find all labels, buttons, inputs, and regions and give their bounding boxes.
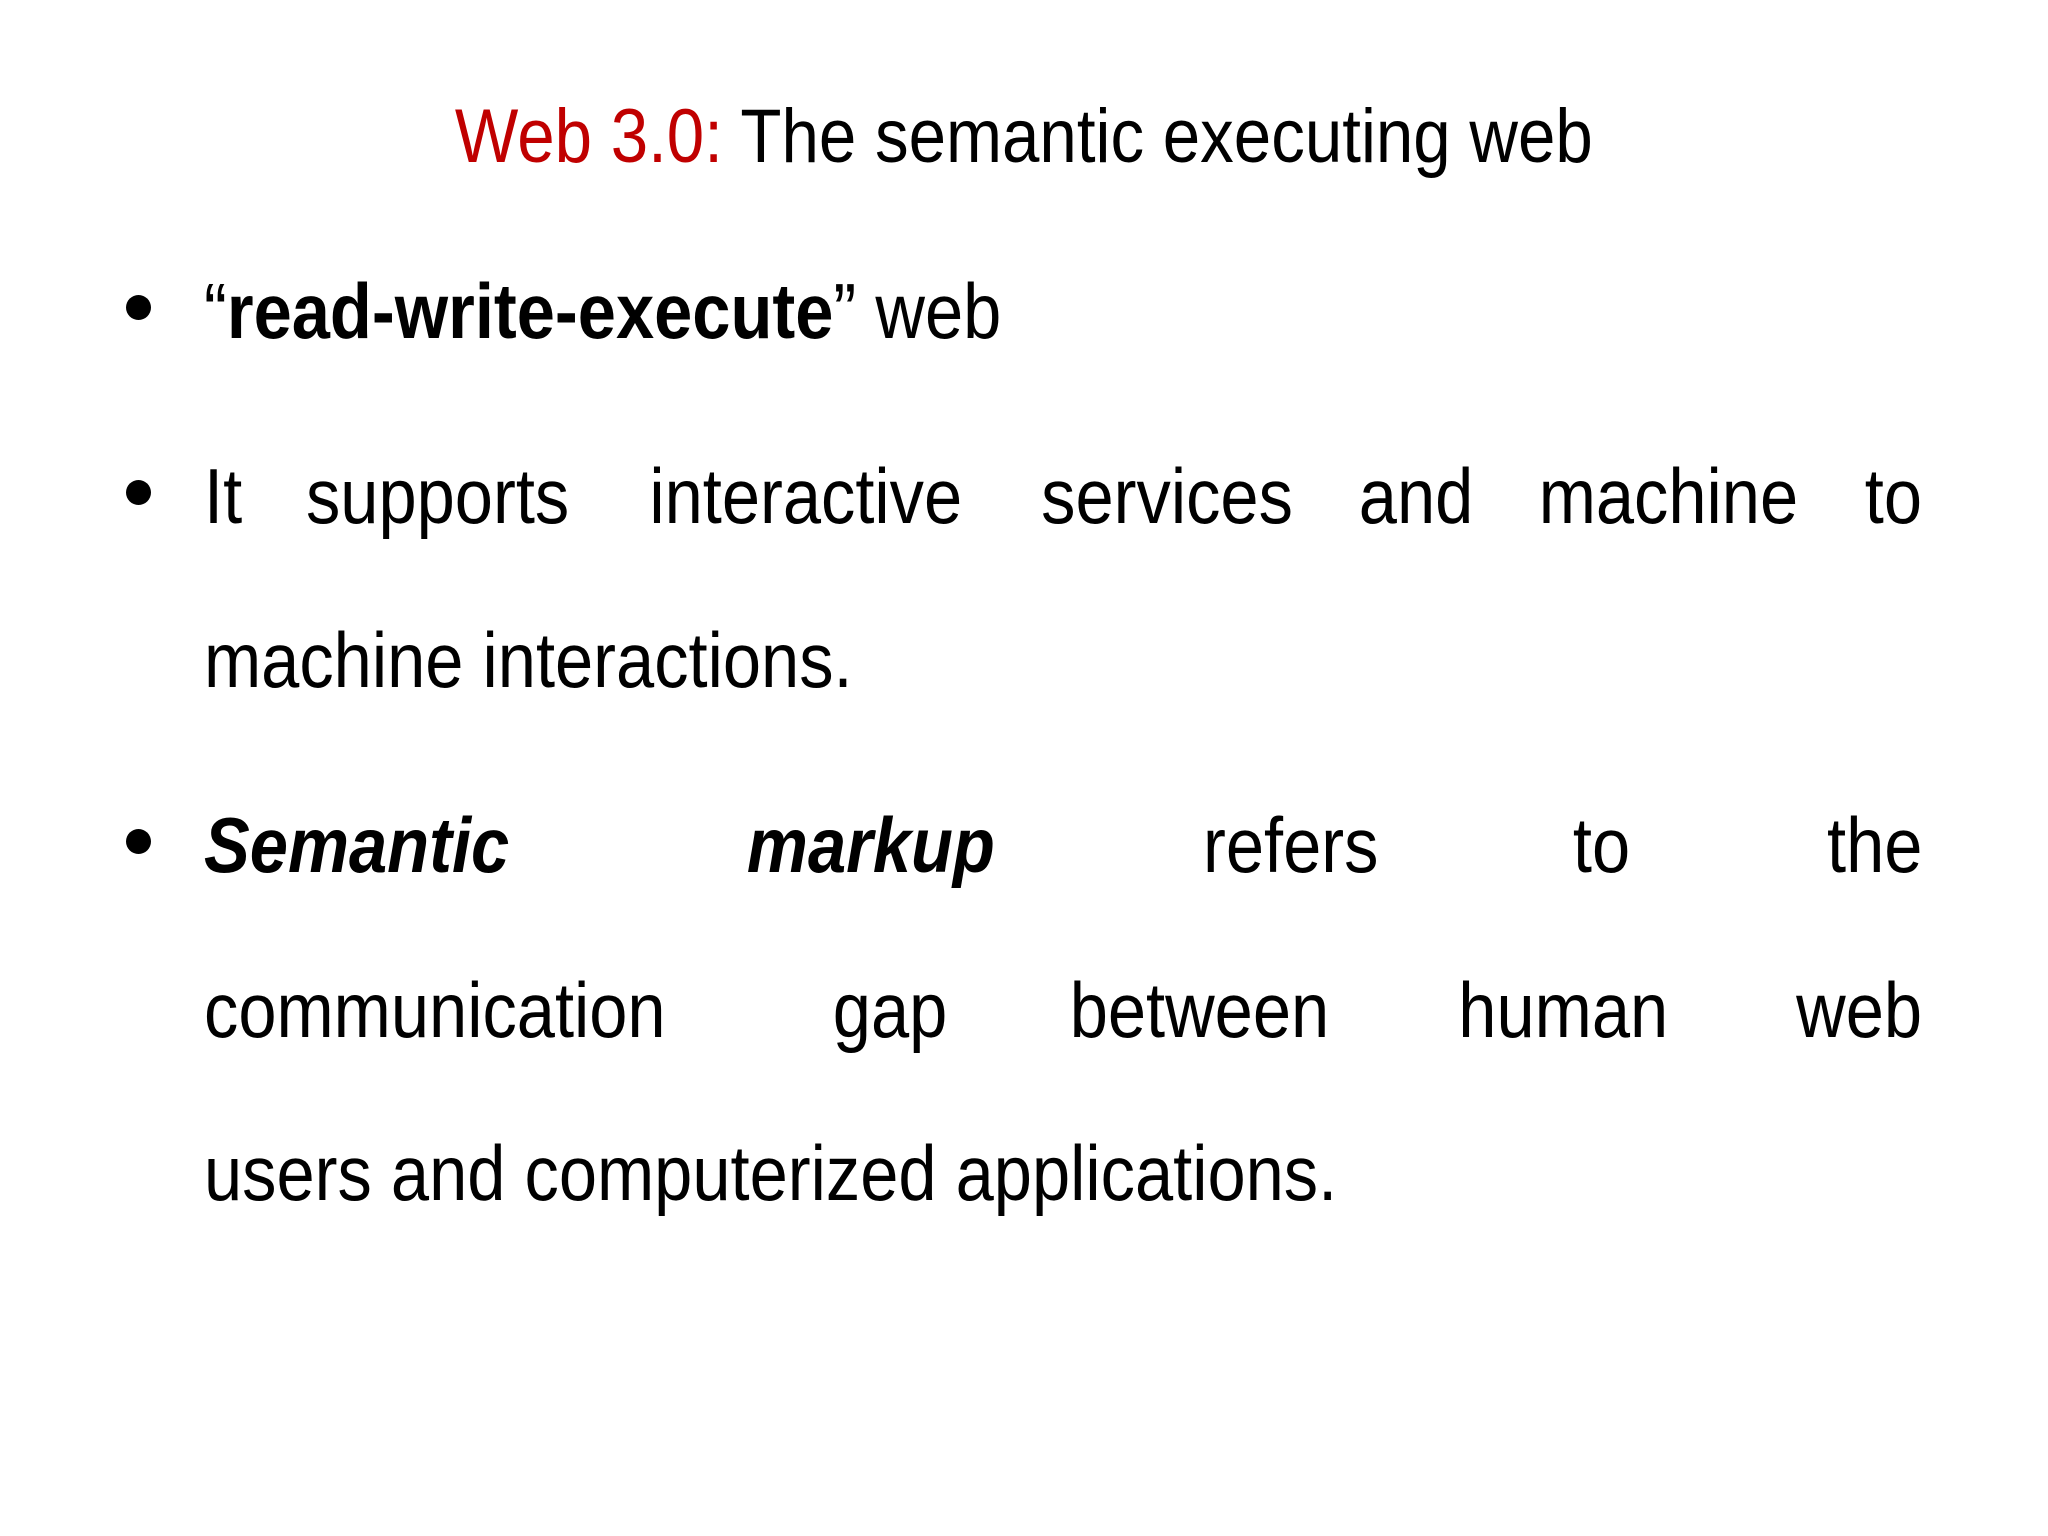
bullet-1-emphasis: read-write-execute [226,267,834,355]
bullet-dot-icon [126,829,151,854]
word: to [1864,452,1922,540]
bullet-1-rest: web [856,267,1002,355]
bullet-2-line-2-text: machine interactions. [204,616,853,704]
word: interactive [649,452,962,540]
word: the [1826,801,1922,889]
word: and [1358,452,1473,540]
word: web [1796,966,1922,1054]
word: between [1069,966,1330,1054]
word: It [204,452,243,540]
word: communication [204,966,666,1054]
open-quote: “ [204,267,227,355]
bullet-3-line-1: Semantic markup refers to the [204,795,1922,895]
bullet-3-line-3-text: users and computerized applications. [204,1129,1338,1217]
title-accent: Web 3.0: [455,94,724,179]
word: services [1041,452,1293,540]
bullet-2-line-1: It supports interactive services and mac… [204,446,1922,546]
slide-title: Web 3.0: The semantic executing web [0,92,2048,182]
word: gap [833,966,948,1054]
emphasis-word: markup [746,801,995,889]
bullet-dot-icon [126,295,151,320]
word: refers [1202,801,1379,889]
slide-title-text: Web 3.0: The semantic executing web [455,92,1593,182]
emphasis-word: Semantic [204,801,510,889]
close-quote: ” [833,267,857,355]
word: supports [305,452,570,540]
bullet-dot-icon [126,480,151,505]
bullet-1-line: “read-write-execute” web [204,261,1110,361]
bullet-2-line-2: machine interactions. [204,610,941,710]
bullet-1-text: “read-write-execute” web [204,261,1001,361]
word: to [1573,801,1631,889]
bullet-3-line-2: communication gap between human web [204,960,1922,1060]
bullet-3-line-3: users and computerized applications. [204,1123,1492,1223]
word: machine [1539,452,1799,540]
title-rest: The semantic executing web [723,94,1593,179]
word: human [1457,966,1668,1054]
